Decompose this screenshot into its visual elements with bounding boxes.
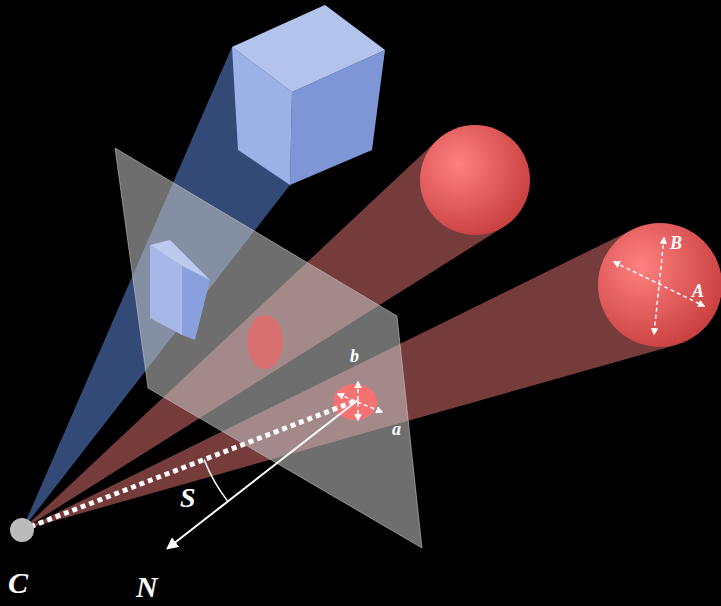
point-label: B bbox=[670, 234, 682, 252]
sphere bbox=[598, 223, 721, 347]
point-label: A bbox=[692, 282, 704, 300]
point-label: S bbox=[180, 484, 196, 512]
view-ray bbox=[22, 400, 358, 530]
point-label: a bbox=[392, 420, 401, 438]
camera-center bbox=[10, 518, 34, 542]
image-plane bbox=[115, 148, 422, 548]
axis-arrows bbox=[338, 238, 704, 420]
normal-arrow bbox=[168, 400, 358, 548]
sphere bbox=[420, 125, 530, 235]
point-label: N bbox=[136, 572, 158, 602]
sphere-projection bbox=[247, 315, 283, 369]
cube bbox=[232, 5, 385, 185]
angle-arc bbox=[204, 460, 228, 502]
point-label: b bbox=[350, 347, 359, 365]
point-label: C bbox=[8, 568, 28, 598]
cube-projection bbox=[150, 240, 210, 340]
